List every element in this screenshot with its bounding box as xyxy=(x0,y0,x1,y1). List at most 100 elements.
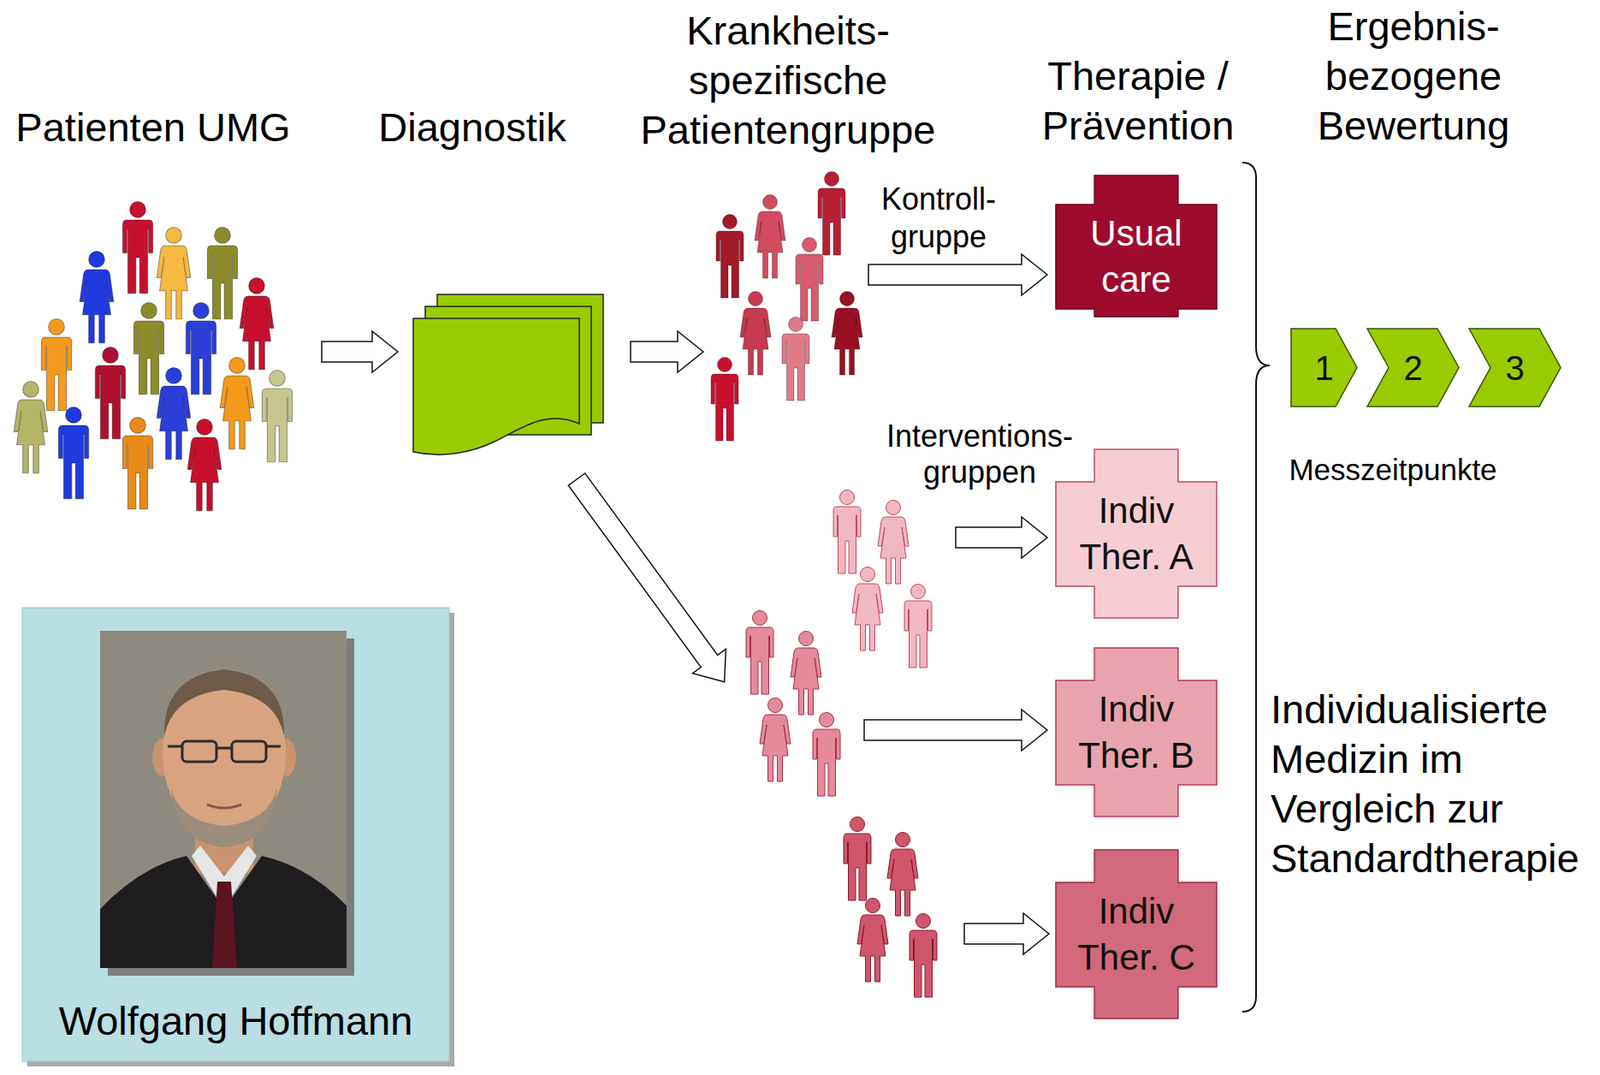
step-chevron: 3 xyxy=(1469,328,1561,407)
person-figure xyxy=(122,201,153,294)
step-chevron: 2 xyxy=(1367,328,1459,407)
person-figure xyxy=(711,357,739,442)
therapy-cross: Indiv Ther. A xyxy=(1055,449,1217,618)
photo-glasses xyxy=(167,740,281,762)
person-figure xyxy=(79,251,114,344)
person-figure xyxy=(759,698,791,783)
cross-shape xyxy=(1055,175,1217,317)
person-figure xyxy=(817,171,846,256)
person-figure xyxy=(833,490,861,575)
therapy-cross: Indiv Ther. C xyxy=(1055,849,1217,1019)
person-figure xyxy=(795,237,824,322)
person-figure xyxy=(831,291,863,376)
person-figure xyxy=(740,291,771,376)
cross-shape xyxy=(1055,849,1217,1019)
cross-label: Usual care xyxy=(1072,210,1201,303)
person-figure xyxy=(843,817,872,901)
person-figure xyxy=(207,227,238,320)
photo-beard xyxy=(171,787,278,848)
group-label: Interventions- gruppen xyxy=(877,418,1083,491)
cross-label: Indiv Ther. B xyxy=(1072,686,1201,779)
photo-mouth xyxy=(207,804,242,808)
person-figure xyxy=(58,407,89,499)
chevron-text: 3 xyxy=(1469,328,1561,407)
step-number: 1 xyxy=(1314,348,1334,388)
person-figure xyxy=(94,347,125,439)
portrait-panel: Wolfgang Hoffmann xyxy=(22,607,450,1061)
chevron-shape xyxy=(1469,328,1561,407)
therapy-cross: Usual care xyxy=(1055,175,1217,317)
person-figure xyxy=(261,370,292,463)
column-heading: Diagnostik xyxy=(343,102,601,153)
chevron-text: 2 xyxy=(1367,328,1459,407)
cross-outline xyxy=(1055,647,1217,817)
cross-outline xyxy=(1055,449,1217,618)
group-label: Kontroll- gruppe xyxy=(870,180,1008,256)
block-arrow xyxy=(321,331,398,373)
block-arrow xyxy=(964,912,1049,955)
person-figure xyxy=(239,278,274,370)
timepoint-label: Messzeitpunkte xyxy=(1264,451,1522,488)
person-figure xyxy=(746,610,774,695)
cross-label: Indiv Ther. A xyxy=(1072,487,1201,581)
step-chevron: 1 xyxy=(1291,328,1358,407)
column-heading: Ergebnis- bezogene Bewertung xyxy=(1306,1,1521,151)
person-figure xyxy=(122,417,153,510)
portrait-caption: Wolfgang Hoffmann xyxy=(22,996,450,1045)
chevron-shape xyxy=(1367,328,1459,407)
intervention-group-people xyxy=(833,490,932,669)
person-figure xyxy=(782,317,810,402)
photo-background xyxy=(100,630,347,968)
note-text: Individualisierte Medizin im Vergleich z… xyxy=(1270,684,1595,883)
cross-text: Indiv Ther. C xyxy=(1072,888,1201,981)
step-number: 2 xyxy=(1403,348,1423,388)
block-arrow xyxy=(864,709,1048,751)
person-figure xyxy=(219,357,255,450)
chevron-shape xyxy=(1291,328,1358,407)
glasses-lens xyxy=(182,740,217,762)
person-figure xyxy=(13,381,48,474)
person-figure xyxy=(790,631,822,716)
person-figure xyxy=(156,367,191,460)
step-number: 3 xyxy=(1505,348,1524,388)
person-figure xyxy=(754,195,786,279)
cross-shape xyxy=(1055,449,1217,618)
cross-label: Indiv Ther. C xyxy=(1072,888,1201,981)
person-figure xyxy=(857,898,889,983)
person-name: Wolfgang Hoffmann xyxy=(59,996,414,1045)
intervention-group-people xyxy=(843,817,937,998)
person-figure xyxy=(877,500,909,585)
glasses-frame xyxy=(167,746,281,748)
column-heading: Patienten UMG xyxy=(7,102,299,153)
person-figure xyxy=(133,302,164,395)
document-page xyxy=(413,318,580,455)
person-figure xyxy=(156,227,191,320)
control-group-people xyxy=(711,171,863,442)
panel-background xyxy=(22,607,450,1061)
person-figure xyxy=(716,214,744,299)
chevron-text: 1 xyxy=(1291,328,1358,407)
diagnostic-document xyxy=(413,294,604,455)
cross-text: Indiv Ther. A xyxy=(1072,487,1201,581)
photo-tie xyxy=(212,881,238,968)
column-heading: Therapie / Prävention xyxy=(1026,51,1250,151)
patient-crowd xyxy=(13,201,292,511)
person-figure xyxy=(41,319,72,411)
block-arrow xyxy=(560,467,741,694)
portrait-panel xyxy=(22,607,455,1067)
block-arrow xyxy=(630,331,704,373)
block-arrow xyxy=(955,516,1048,558)
cross-text: Indiv Ther. B xyxy=(1072,686,1201,779)
photo-hair xyxy=(164,669,285,736)
person-figure xyxy=(185,302,216,395)
column-heading: Krankheits- spezifische Patientengruppe xyxy=(629,5,947,155)
cross-shape xyxy=(1055,647,1217,817)
block-arrow xyxy=(868,254,1048,296)
person-figure xyxy=(187,419,222,511)
person-figure xyxy=(909,913,937,998)
photo-suit xyxy=(100,855,347,968)
cross-outline xyxy=(1055,849,1217,1019)
person-figure xyxy=(812,712,841,797)
